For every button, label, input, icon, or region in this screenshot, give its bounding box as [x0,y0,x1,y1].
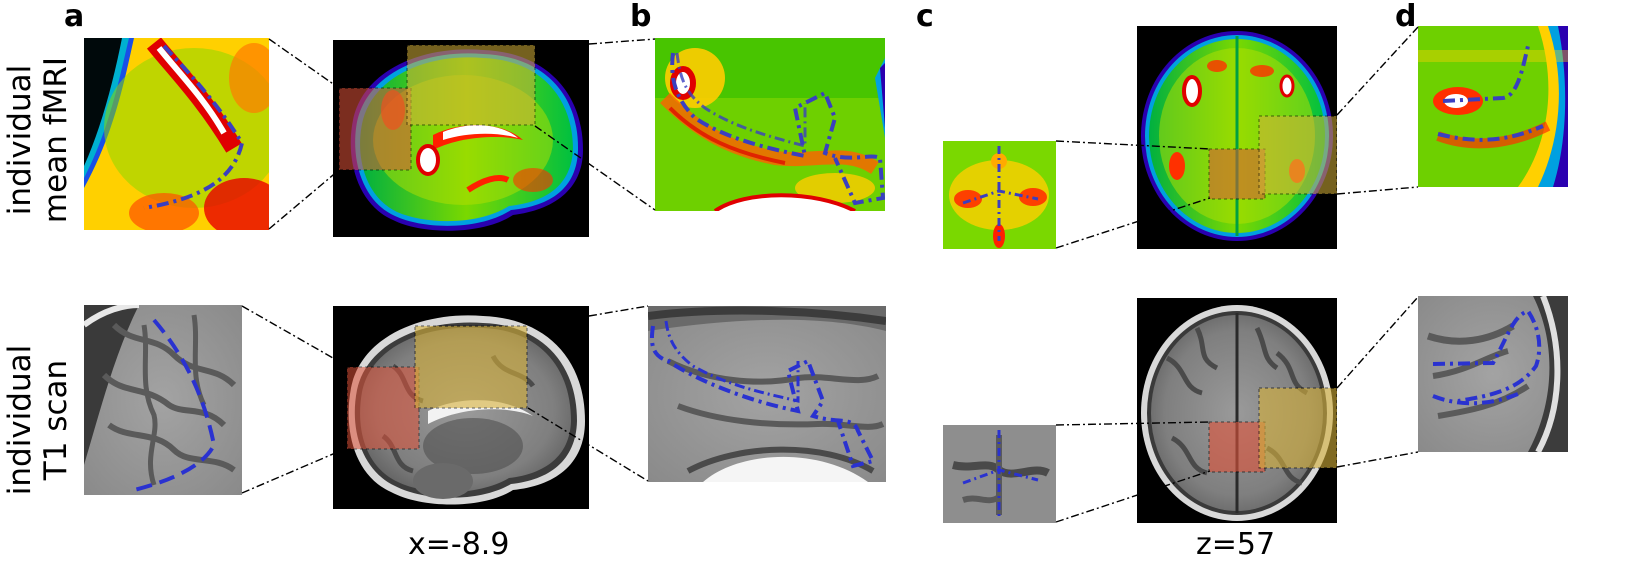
fmri-zoom-b [655,38,885,211]
row-label-t1: individual T1 scan [2,320,74,520]
fmri-zoom-d [1418,26,1568,187]
t1-zoom-d [1418,296,1568,452]
t1-zoom-a [84,305,242,495]
panel-label-d: d [1395,0,1417,34]
t1-zoom-c [943,425,1056,523]
row-label-fmri-line1: individual [2,64,38,216]
fmri-sagittal-slice [333,40,589,237]
row-label-fmri: individual mean fMRI [2,40,74,240]
panel-label-b: b [630,0,652,34]
sagittal-slice-label: x=-8.9 [408,527,510,562]
row-label-t1-line2: T1 scan [38,359,74,481]
fmri-axial-slice [1137,26,1337,249]
panel-label-c: c [916,0,934,34]
fmri-zoom-c [943,141,1056,249]
fmri-zoom-a [84,38,269,230]
axial-slice-label: z=57 [1196,527,1276,562]
row-label-t1-line1: individual [2,344,38,496]
row-label-fmri-line2: mean fMRI [38,56,74,224]
t1-axial-slice [1137,298,1337,523]
t1-sagittal-slice [333,306,589,509]
t1-zoom-b [648,306,886,482]
panel-label-a: a [64,0,85,34]
